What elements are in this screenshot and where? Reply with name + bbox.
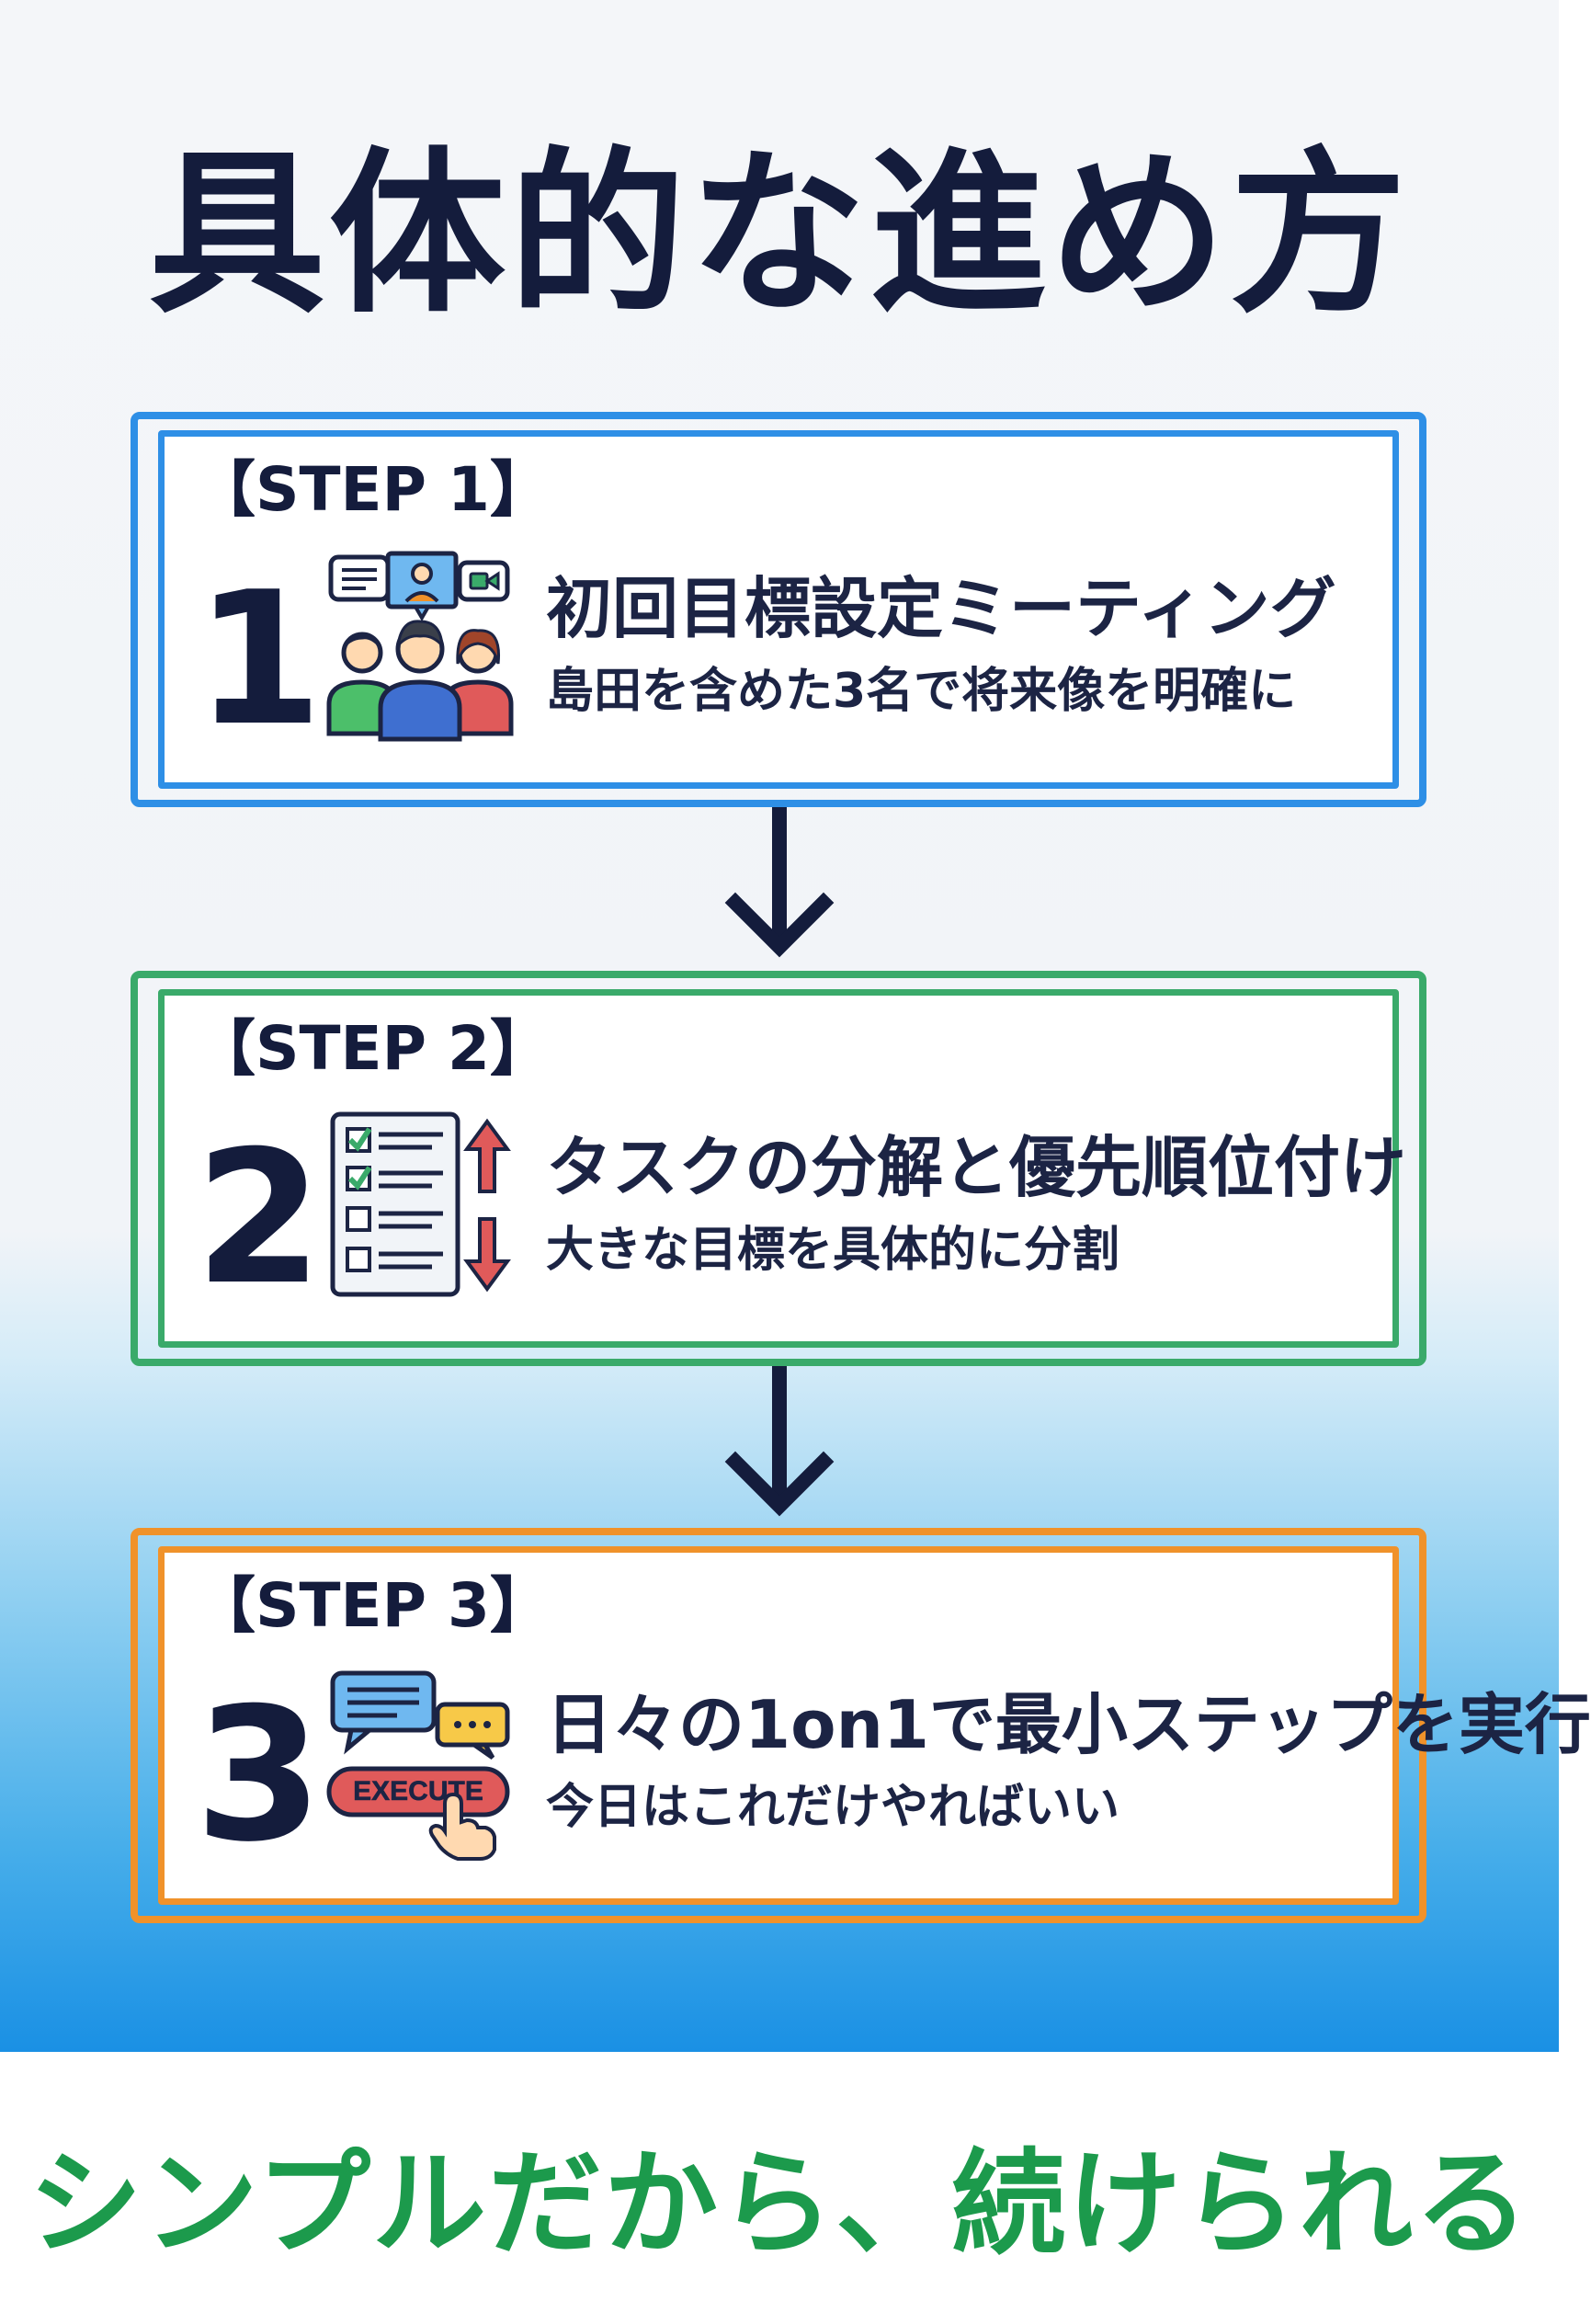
execute-chat-icon: EXECUTE bbox=[326, 1670, 510, 1861]
step-card-1: 【STEP 1】 1 初回目標設定ミーティング 島田を含めた3名で将来像を明確に bbox=[131, 412, 1426, 807]
step-number: 3 bbox=[195, 1669, 324, 1883]
step-title: 日々の1on1で最小ステップを実行 bbox=[546, 1686, 1591, 1763]
step-label: 【STEP 3】 bbox=[195, 1570, 551, 1641]
video-meeting-icon bbox=[326, 551, 514, 742]
footer-slogan: シンプルだから、続けられる bbox=[28, 2138, 1531, 2271]
step-title: 初回目標設定ミーティング bbox=[546, 570, 1336, 647]
step-card-3: 【STEP 3】 3 EXECUTE 日々の1on1で最小ステップを実行 今日は… bbox=[131, 1528, 1591, 1923]
step-label: 【STEP 1】 bbox=[195, 454, 551, 525]
step-number: 1 bbox=[195, 553, 324, 767]
execute-label: EXECUTE bbox=[353, 1776, 483, 1806]
page-title: 具体的な進め方 bbox=[149, 132, 1410, 337]
step-label: 【STEP 2】 bbox=[195, 1013, 551, 1084]
step-card-outer-border bbox=[131, 971, 1426, 1366]
step-description: 大きな目標を具体的に分割 bbox=[546, 1223, 1120, 1278]
step-description: 今日はこれだけやればいい bbox=[546, 1780, 1120, 1835]
step-card-outer-border bbox=[131, 412, 1426, 807]
step-card-outer-border bbox=[131, 1528, 1426, 1923]
step-number: 2 bbox=[195, 1111, 324, 1326]
arrow-down-icon bbox=[724, 1366, 835, 1517]
arrow-down-icon bbox=[724, 807, 835, 958]
task-checklist-icon bbox=[330, 1111, 511, 1297]
step-description: 島田を含めた3名で将来像を明確に bbox=[546, 664, 1297, 719]
step-title: タスクの分解と優先順位付け bbox=[546, 1129, 1407, 1206]
step-card-2: 【STEP 2】 2 タスクの分解と優先順位付け 大きな目標を具体的に分割 bbox=[131, 971, 1426, 1366]
footer-band bbox=[0, 2052, 1559, 2324]
